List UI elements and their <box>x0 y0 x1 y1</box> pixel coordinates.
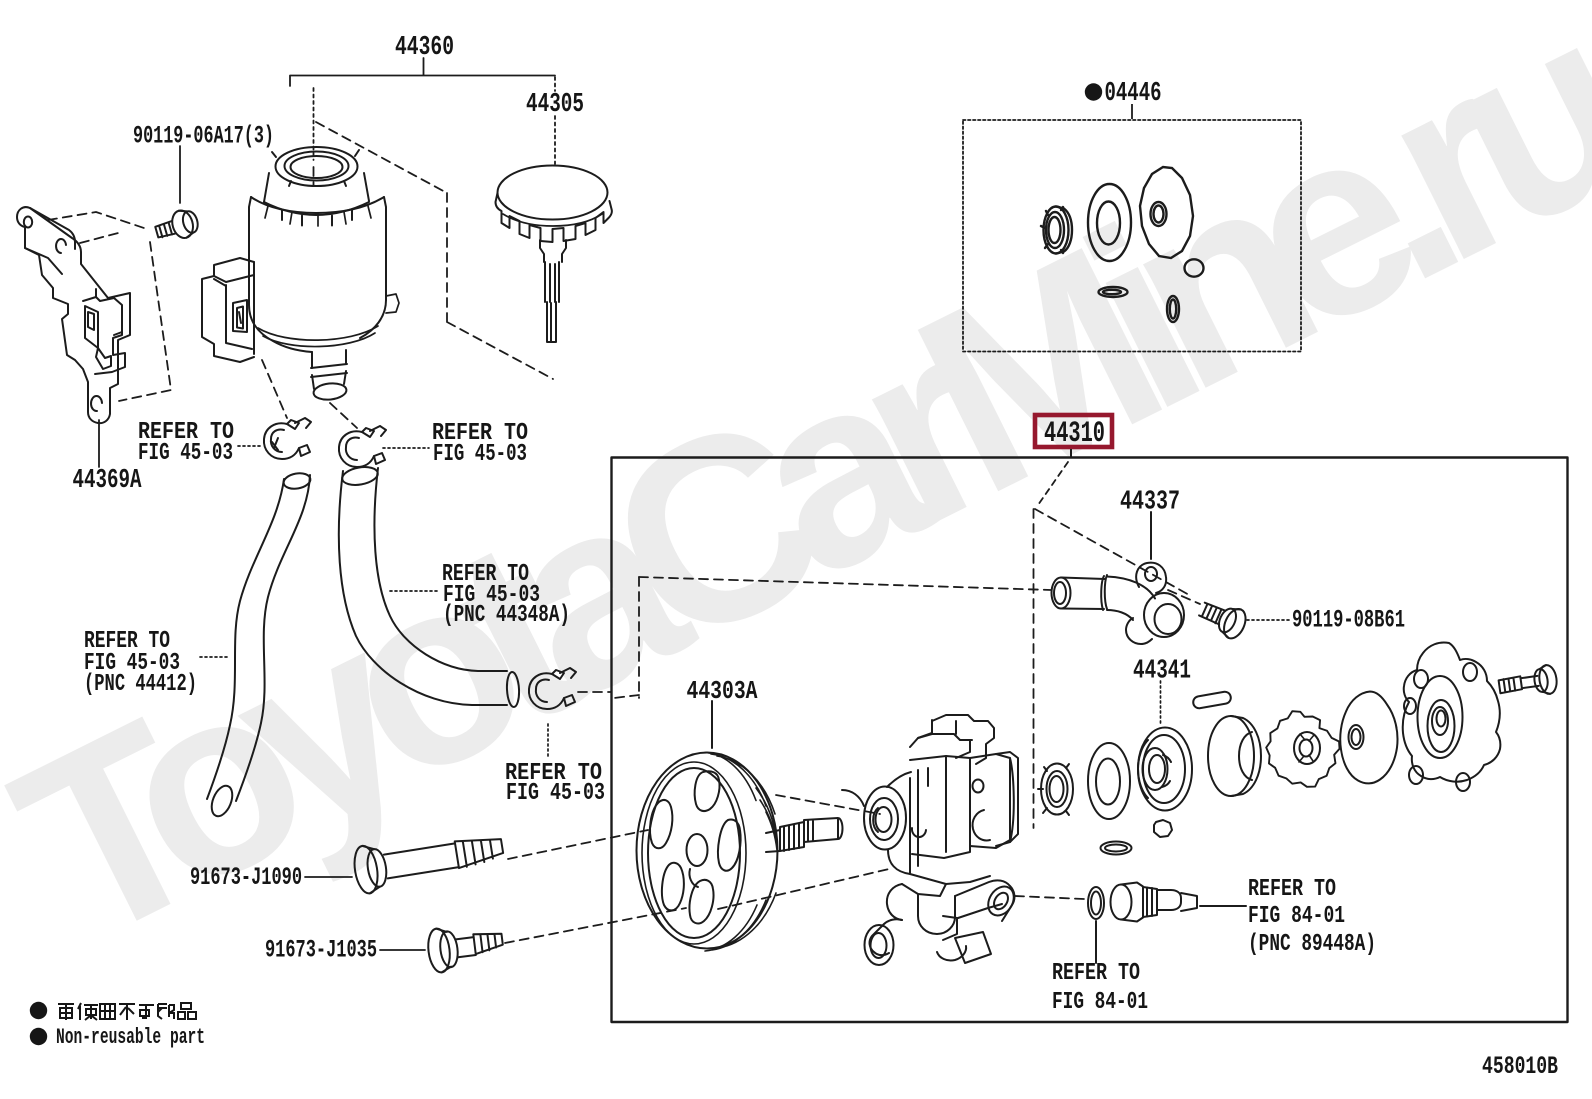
svg-text:REFER TO: REFER TO <box>505 760 602 787</box>
svg-text:90119-08B61: 90119-08B61 <box>1292 606 1405 635</box>
svg-text:FIG 84-01: FIG 84-01 <box>1052 989 1148 1016</box>
svg-text:(PNC 44412): (PNC 44412) <box>84 671 197 698</box>
svg-text:REFER TO: REFER TO <box>432 420 528 447</box>
svg-text:04446: 04446 <box>1105 79 1162 109</box>
svg-text:FIG 45-03: FIG 45-03 <box>138 440 233 467</box>
svg-text:91673-J1035: 91673-J1035 <box>265 936 377 965</box>
svg-text:44305: 44305 <box>526 90 584 120</box>
svg-text:44310: 44310 <box>1044 417 1105 451</box>
svg-text:44360: 44360 <box>395 33 454 63</box>
svg-text:REFER TO: REFER TO <box>442 561 529 588</box>
svg-text:REFER TO: REFER TO <box>1248 876 1336 903</box>
svg-text:91673-J1090: 91673-J1090 <box>190 863 302 892</box>
svg-text:(PNC 44348A): (PNC 44348A) <box>443 602 570 629</box>
svg-text:FIG 45-03: FIG 45-03 <box>506 780 605 807</box>
svg-text:REFER TO: REFER TO <box>84 628 170 655</box>
svg-text:(PNC 89448A): (PNC 89448A) <box>1248 931 1376 958</box>
svg-text:90119-06A17(3): 90119-06A17(3) <box>133 122 274 151</box>
svg-text:Non-reusable part: Non-reusable part <box>56 1025 205 1050</box>
svg-text:REFER TO: REFER TO <box>138 419 234 446</box>
svg-text:FIG 45-03: FIG 45-03 <box>443 582 540 609</box>
svg-text:REFER TO: REFER TO <box>1052 960 1140 987</box>
svg-text:FIG 45-03: FIG 45-03 <box>433 441 527 468</box>
svg-text:44369A: 44369A <box>73 466 143 496</box>
svg-text:458010B: 458010B <box>1482 1052 1558 1081</box>
svg-text:44303A: 44303A <box>687 676 758 706</box>
svg-text:FIG 45-03: FIG 45-03 <box>84 650 180 677</box>
svg-text:44341: 44341 <box>1133 657 1191 687</box>
svg-text:FIG 84-01: FIG 84-01 <box>1248 903 1345 930</box>
